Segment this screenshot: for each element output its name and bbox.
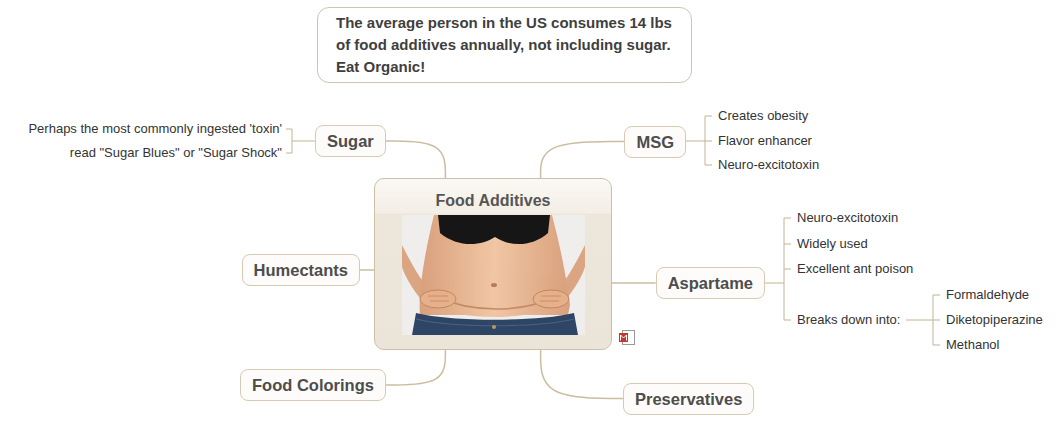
sugar-bracket bbox=[286, 129, 315, 153]
branch-topic: Aspartame bbox=[656, 267, 765, 299]
fingers bbox=[428, 296, 561, 301]
icon-mark bbox=[621, 335, 627, 341]
branch-topic-label: MSG bbox=[636, 132, 674, 152]
left-hand bbox=[420, 290, 456, 308]
branch-topic-label: Preservatives bbox=[635, 389, 742, 409]
central-topic: Food Additives bbox=[374, 178, 612, 350]
subtopic-text: read "Sugar Blues" or "Sugar Shock" bbox=[70, 145, 282, 161]
subtopic-text: Breaks down into: bbox=[797, 312, 900, 328]
subtopic-text: Methanol bbox=[946, 337, 999, 353]
subtopic-text: Perhaps the most commonly ingested 'toxi… bbox=[28, 121, 282, 137]
fact-callout-text: The average person in the US consumes 14… bbox=[336, 12, 673, 78]
central-topic-title: Food Additives bbox=[375, 191, 611, 211]
branch-connector bbox=[360, 269, 374, 271]
branch-connector bbox=[386, 350, 445, 385]
branch-topic-label: Sugar bbox=[327, 131, 374, 151]
central-topic-fill bbox=[375, 179, 612, 350]
leaf-brackets bbox=[286, 116, 940, 345]
msg-bracket bbox=[686, 116, 712, 165]
branch-topic-label: Food Colorings bbox=[252, 375, 374, 395]
subtopic-text: Flavor enhancer bbox=[718, 133, 812, 149]
branch-topic-label: Humectants bbox=[254, 260, 348, 280]
branch-connector bbox=[541, 350, 623, 399]
subtopic-text: Neuro-excitotoxin bbox=[718, 157, 819, 173]
branch-connector bbox=[612, 282, 656, 284]
subtopic-text: Formaldehyde bbox=[946, 287, 1029, 303]
branch-topic-label: Aspartame bbox=[668, 273, 753, 293]
aspartame-bracket bbox=[765, 218, 791, 320]
subtopic-text: Widely used bbox=[797, 236, 868, 252]
bra bbox=[438, 215, 550, 244]
branch-connector bbox=[541, 142, 625, 179]
branch-topic: MSG bbox=[624, 126, 686, 158]
branch-topic: Preservatives bbox=[623, 383, 754, 415]
subtopic-text: Diketopiperazine bbox=[946, 312, 1043, 328]
branch-connector bbox=[386, 141, 446, 178]
branch-topic: Humectants bbox=[242, 254, 360, 286]
subtopic-text: Creates obesity bbox=[718, 108, 808, 124]
subtopic-text: Excellent ant poison bbox=[797, 261, 913, 277]
photo-background bbox=[402, 215, 585, 335]
waistband bbox=[416, 319, 574, 326]
breakdown-bracket bbox=[906, 295, 940, 345]
icon-badge bbox=[619, 333, 628, 342]
navel bbox=[491, 283, 497, 287]
belly-photo bbox=[402, 215, 585, 335]
jeans-button bbox=[492, 325, 496, 329]
fact-callout-box: The average person in the US consumes 14… bbox=[317, 7, 692, 83]
jeans bbox=[412, 313, 578, 335]
branch-topic: Food Colorings bbox=[240, 369, 386, 401]
subtopic-text: Neuro-excitotoxin bbox=[797, 210, 898, 226]
attachment-icon bbox=[619, 331, 635, 345]
branch-topic: Sugar bbox=[315, 125, 386, 157]
right-hand bbox=[533, 290, 569, 308]
